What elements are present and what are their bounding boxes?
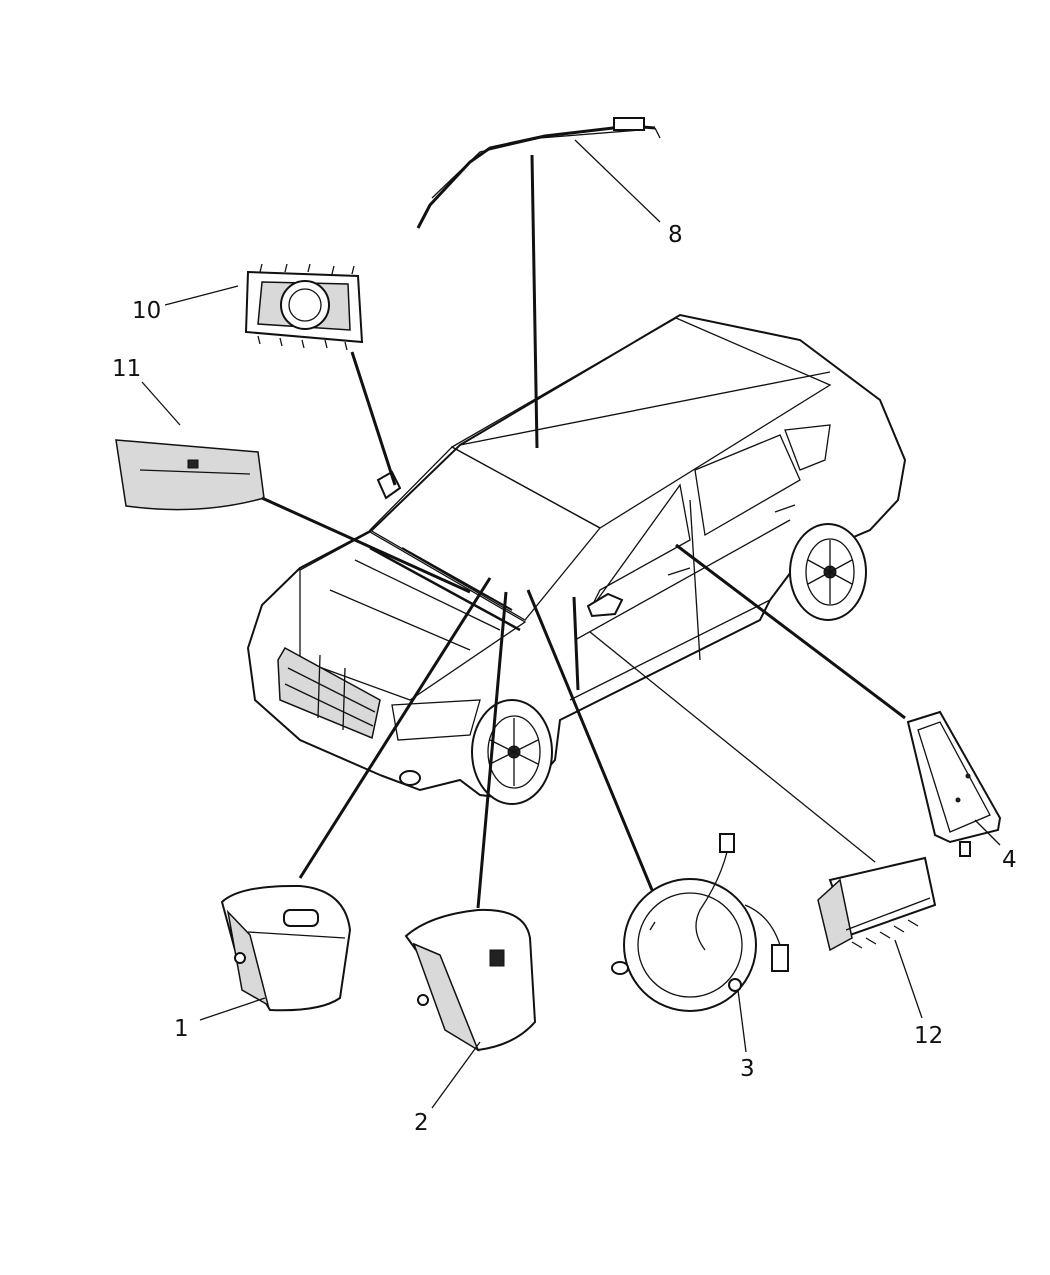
part-11-airbag-cover [115, 439, 265, 511]
callout-12: 12 [914, 1023, 943, 1049]
callout-11: 11 [112, 356, 141, 382]
part-2-driver-airbag-alt [404, 908, 537, 1052]
callout-1: 1 [174, 1016, 189, 1042]
leader-lines [141, 139, 1001, 1109]
part-4-seat-airbag [906, 710, 1002, 857]
callout-8: 8 [668, 222, 683, 248]
callout-10: 10 [132, 298, 161, 324]
part-12-side-airbag [817, 856, 937, 952]
part-1-driver-airbag [220, 884, 352, 1012]
part-10-airbag-module [244, 263, 364, 351]
vehicle [246, 313, 907, 805]
callout-3: 3 [740, 1056, 755, 1082]
callout-4: 4 [1002, 847, 1017, 873]
callout-labels: 8 10 11 1 2 3 12 4 [112, 222, 1017, 1136]
callout-2: 2 [414, 1110, 429, 1136]
part-8-curtain-airbag [416, 117, 661, 229]
part-3-clockspring [611, 833, 789, 1012]
